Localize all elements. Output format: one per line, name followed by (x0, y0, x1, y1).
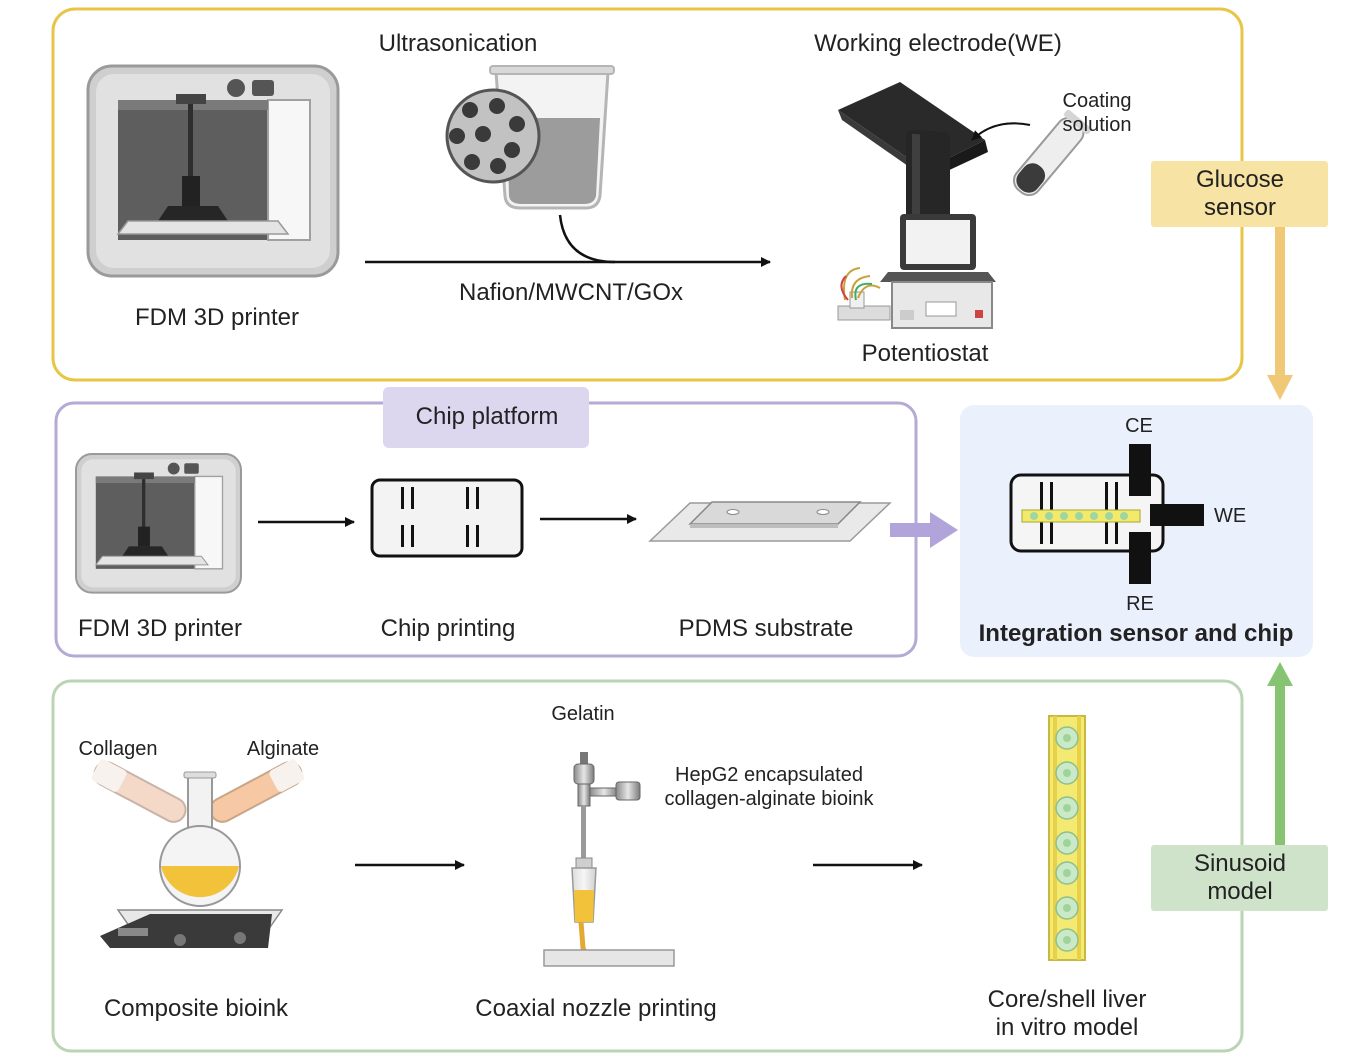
core-shell-label: Core/shell liver in vitro model (987, 986, 1147, 1042)
coating-solution-label: Coating solution (1062, 90, 1132, 136)
core-shell-model-icon (1048, 715, 1086, 961)
composite-bioink-label: Composite bioink (103, 995, 289, 1022)
sinusoid-model-badge-label: Sinusoid model (1193, 850, 1287, 906)
reference-electrode (1129, 532, 1151, 584)
sinusoid-badge (1151, 845, 1328, 911)
flow-curve (558, 214, 616, 264)
glucose-to-integration-arrow (1267, 227, 1293, 400)
collagen-tube-icon (91, 759, 187, 823)
chip-icon (370, 478, 524, 558)
nafion-mwcnt-gox-label: Nafion/MWCNT/GOx (458, 279, 684, 306)
collagen-label: Collagen (78, 738, 158, 760)
hepg2-bioink-label: HepG2 encapsulated collagen-alginate bio… (664, 764, 874, 810)
we-label: WE (1214, 505, 1247, 527)
nanoparticle-circle-icon (445, 88, 541, 184)
laptop-icon (880, 214, 996, 282)
chip-fdm-printer-icon (75, 453, 242, 594)
hotplate-icon (100, 909, 284, 948)
re-label: RE (1126, 593, 1154, 615)
sinusoid-to-integration-arrow (1267, 662, 1293, 845)
pdms-substrate-icon (648, 501, 892, 542)
working-electrode-label: Working electrode(WE) (814, 30, 1062, 57)
coaxial-nozzle-icon (543, 752, 675, 967)
gelatin-label: Gelatin (551, 703, 615, 725)
test-tube-icon (1012, 109, 1092, 197)
coating-arrow (971, 122, 1031, 141)
chip-badge (383, 387, 589, 448)
glucose-badge (1151, 161, 1328, 227)
chip-platform-badge-label: Chip platform (415, 403, 559, 430)
ultrasonication-label: Ultrasonication (378, 30, 538, 57)
flask-icon (159, 771, 241, 907)
counter-electrode (1129, 444, 1151, 496)
fdm-printer-icon (86, 64, 340, 278)
working-electrode-bar (1150, 504, 1204, 526)
potentiostat-label: Potentiostat (861, 340, 989, 367)
ce-label: CE (1125, 415, 1153, 437)
chip-to-integration-arrow (890, 512, 958, 548)
chip-fdm-printer-label: FDM 3D printer (77, 615, 243, 642)
integration-title: Integration sensor and chip (978, 620, 1294, 647)
potentiostat-icon (837, 267, 993, 329)
working-electrode-icon (838, 82, 988, 229)
glucose-sensor-badge-label: Glucose sensor (1195, 166, 1285, 222)
alginate-label: Alginate (246, 738, 320, 760)
pdms-substrate-label: PDMS substrate (678, 615, 854, 642)
coaxial-nozzle-label: Coaxial nozzle printing (475, 995, 717, 1022)
alginate-tube-icon (209, 759, 305, 823)
fdm-printer-label: FDM 3D printer (134, 304, 300, 331)
chip-printing-label: Chip printing (380, 615, 516, 642)
